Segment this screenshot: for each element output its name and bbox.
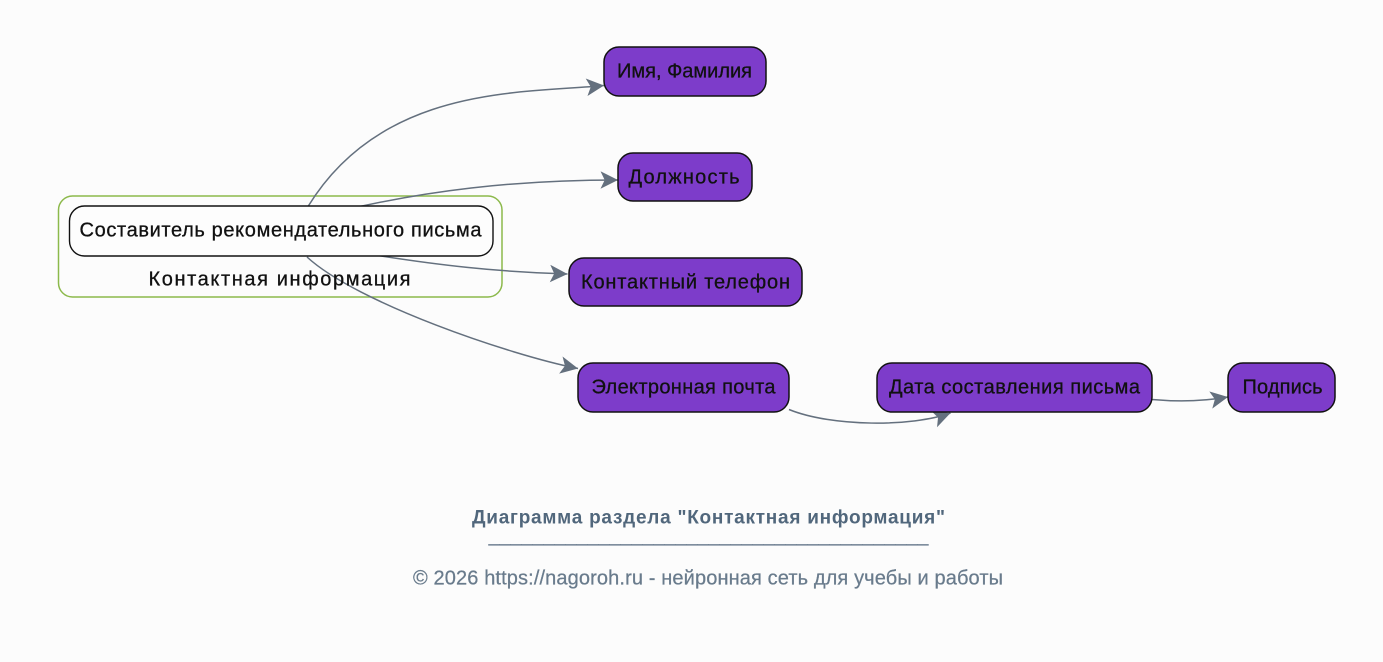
svg-text:______________________________: ________________________________________ [487,526,928,547]
svg-text:Электронная почта: Электронная почта [592,376,777,398]
svg-text:© 2026 https://nagoroh.ru - не: © 2026 https://nagoroh.ru - нейронная се… [413,568,1003,590]
svg-text:Дата составления письма: Дата составления письма [889,376,1141,398]
svg-text:Контактная информация: Контактная информация [149,269,411,291]
svg-text:Имя, Фамилия: Имя, Фамилия [617,60,752,82]
svg-text:Составитель рекомендательного: Составитель рекомендательного письма [80,220,483,242]
svg-text:Диаграмма раздела "Контактная: Диаграмма раздела "Контактная информация… [472,507,945,528]
svg-text:Подпись: Подпись [1243,376,1323,398]
svg-text:Должность: Должность [629,166,740,188]
svg-text:Контактный телефон: Контактный телефон [581,271,790,293]
